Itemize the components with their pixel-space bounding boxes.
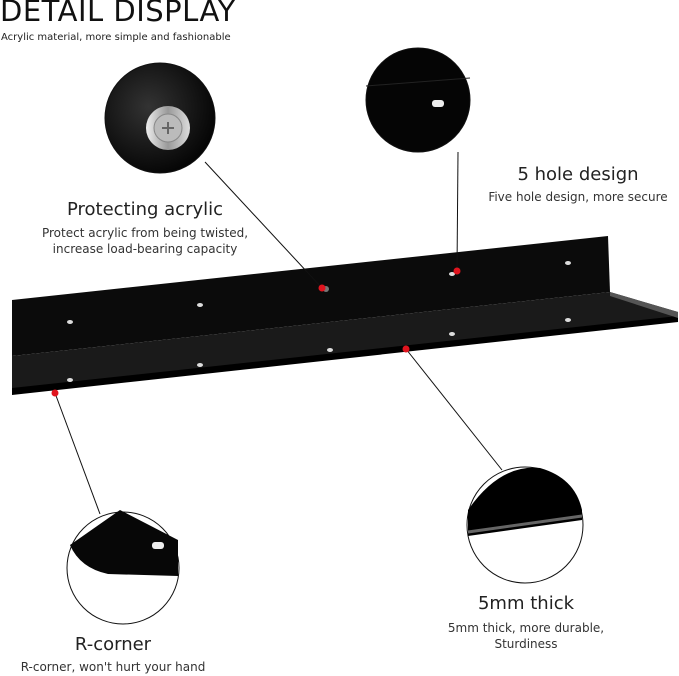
feature-title: 5mm thick (477, 593, 575, 614)
leader-lines (54, 151, 503, 515)
r-corner-detail-circle (66, 510, 180, 625)
feature-desc: Protect acrylic from being twisted, incr… (20, 225, 270, 257)
feature-desc: R-corner, won't hurt your hand (20, 660, 206, 674)
acrylic-shelf (12, 236, 678, 395)
thickness-detail-circle (466, 466, 584, 584)
feature-desc-line: increase load-bearing capacity (52, 242, 238, 256)
page-title: DETAIL DISPLAY (0, 0, 236, 28)
feature-desc-line: 5mm thick, more durable, (447, 621, 605, 635)
page-subtitle: Acrylic material, more simple and fashio… (1, 32, 231, 43)
feature-desc-line: Protect acrylic from being twisted, (41, 226, 249, 240)
marker-dots (51, 267, 461, 397)
feature-desc-line: Sturdiness (494, 637, 558, 651)
screw-detail-circle (104, 62, 216, 174)
feature-title: 5 hole design (517, 164, 639, 185)
feature-title: Protecting acrylic (66, 199, 224, 220)
feature-desc: Five hole design, more secure (488, 190, 668, 204)
feature-title: R-corner (74, 634, 152, 655)
feature-desc: 5mm thick, more durable, Sturdiness (426, 620, 626, 652)
hole-detail-circle (365, 47, 471, 153)
